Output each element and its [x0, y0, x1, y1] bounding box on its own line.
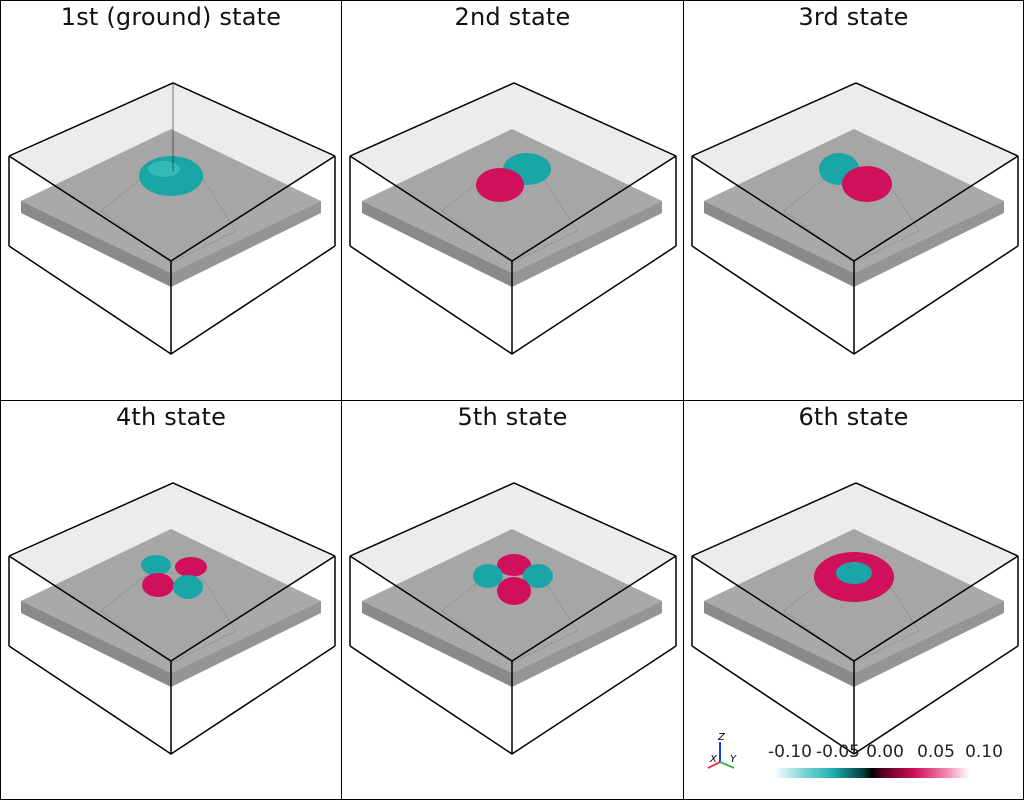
scene-3d [691, 482, 1019, 755]
scene-3d [349, 482, 677, 755]
colorbar-tick: 0.05 [917, 742, 955, 762]
panel-state-6: 6th state [683, 400, 1024, 800]
panel-title: 6th state [798, 403, 909, 431]
panel-ground-state: 1st (ground) state [0, 0, 342, 401]
positive-lobe [497, 577, 531, 605]
y-axis-label: Y [730, 754, 737, 765]
panel-state-4: 4th state [0, 400, 342, 800]
x-axis-label: X [709, 754, 718, 765]
scene-3d [8, 82, 336, 355]
negative-lobe [523, 564, 553, 588]
x-axis-line [707, 761, 721, 769]
positive-lobe [142, 573, 174, 597]
colorbar-tick: 0.10 [965, 742, 1003, 762]
colorbar-tick-labels: -0.10 -0.05 0.00 0.05 0.10 [768, 740, 1010, 764]
colorbar: -0.10 -0.05 0.00 0.05 0.10 [768, 740, 1010, 790]
simulation-box [8, 82, 336, 355]
panel-title: 2nd state [454, 3, 571, 31]
scene-3d [8, 482, 336, 755]
negative-lobe [141, 555, 171, 575]
colorbar-tick: -0.05 [816, 742, 860, 762]
positive-lobe [842, 166, 892, 202]
panel-state-2: 2nd state [341, 0, 684, 401]
negative-lobe [473, 564, 503, 588]
colorbar-gradient [774, 768, 970, 778]
panel-title: 5th state [457, 403, 568, 431]
panel-state-3: 3rd state [683, 0, 1024, 401]
scene-3d [691, 82, 1019, 355]
colorbar-tick: 0.00 [866, 742, 904, 762]
colorbar-tick: -0.10 [768, 742, 812, 762]
panel-title: 4th state [115, 403, 227, 431]
positive-lobe [175, 557, 207, 577]
panel-title: 3rd state [798, 3, 909, 31]
panel-title: 1st (ground) state [60, 3, 282, 31]
negative-core [836, 562, 872, 584]
z-axis-label: Z [717, 732, 726, 743]
negative-lobe [173, 575, 203, 599]
dot-mesh [100, 570, 237, 664]
orientation-axes-widget: Z X Y [700, 730, 760, 780]
panel-state-5: 5th state [341, 400, 684, 800]
positive-lobe [476, 168, 524, 202]
scene-3d [349, 82, 677, 355]
y-axis-line [719, 761, 735, 769]
positive-lobe [497, 554, 531, 576]
